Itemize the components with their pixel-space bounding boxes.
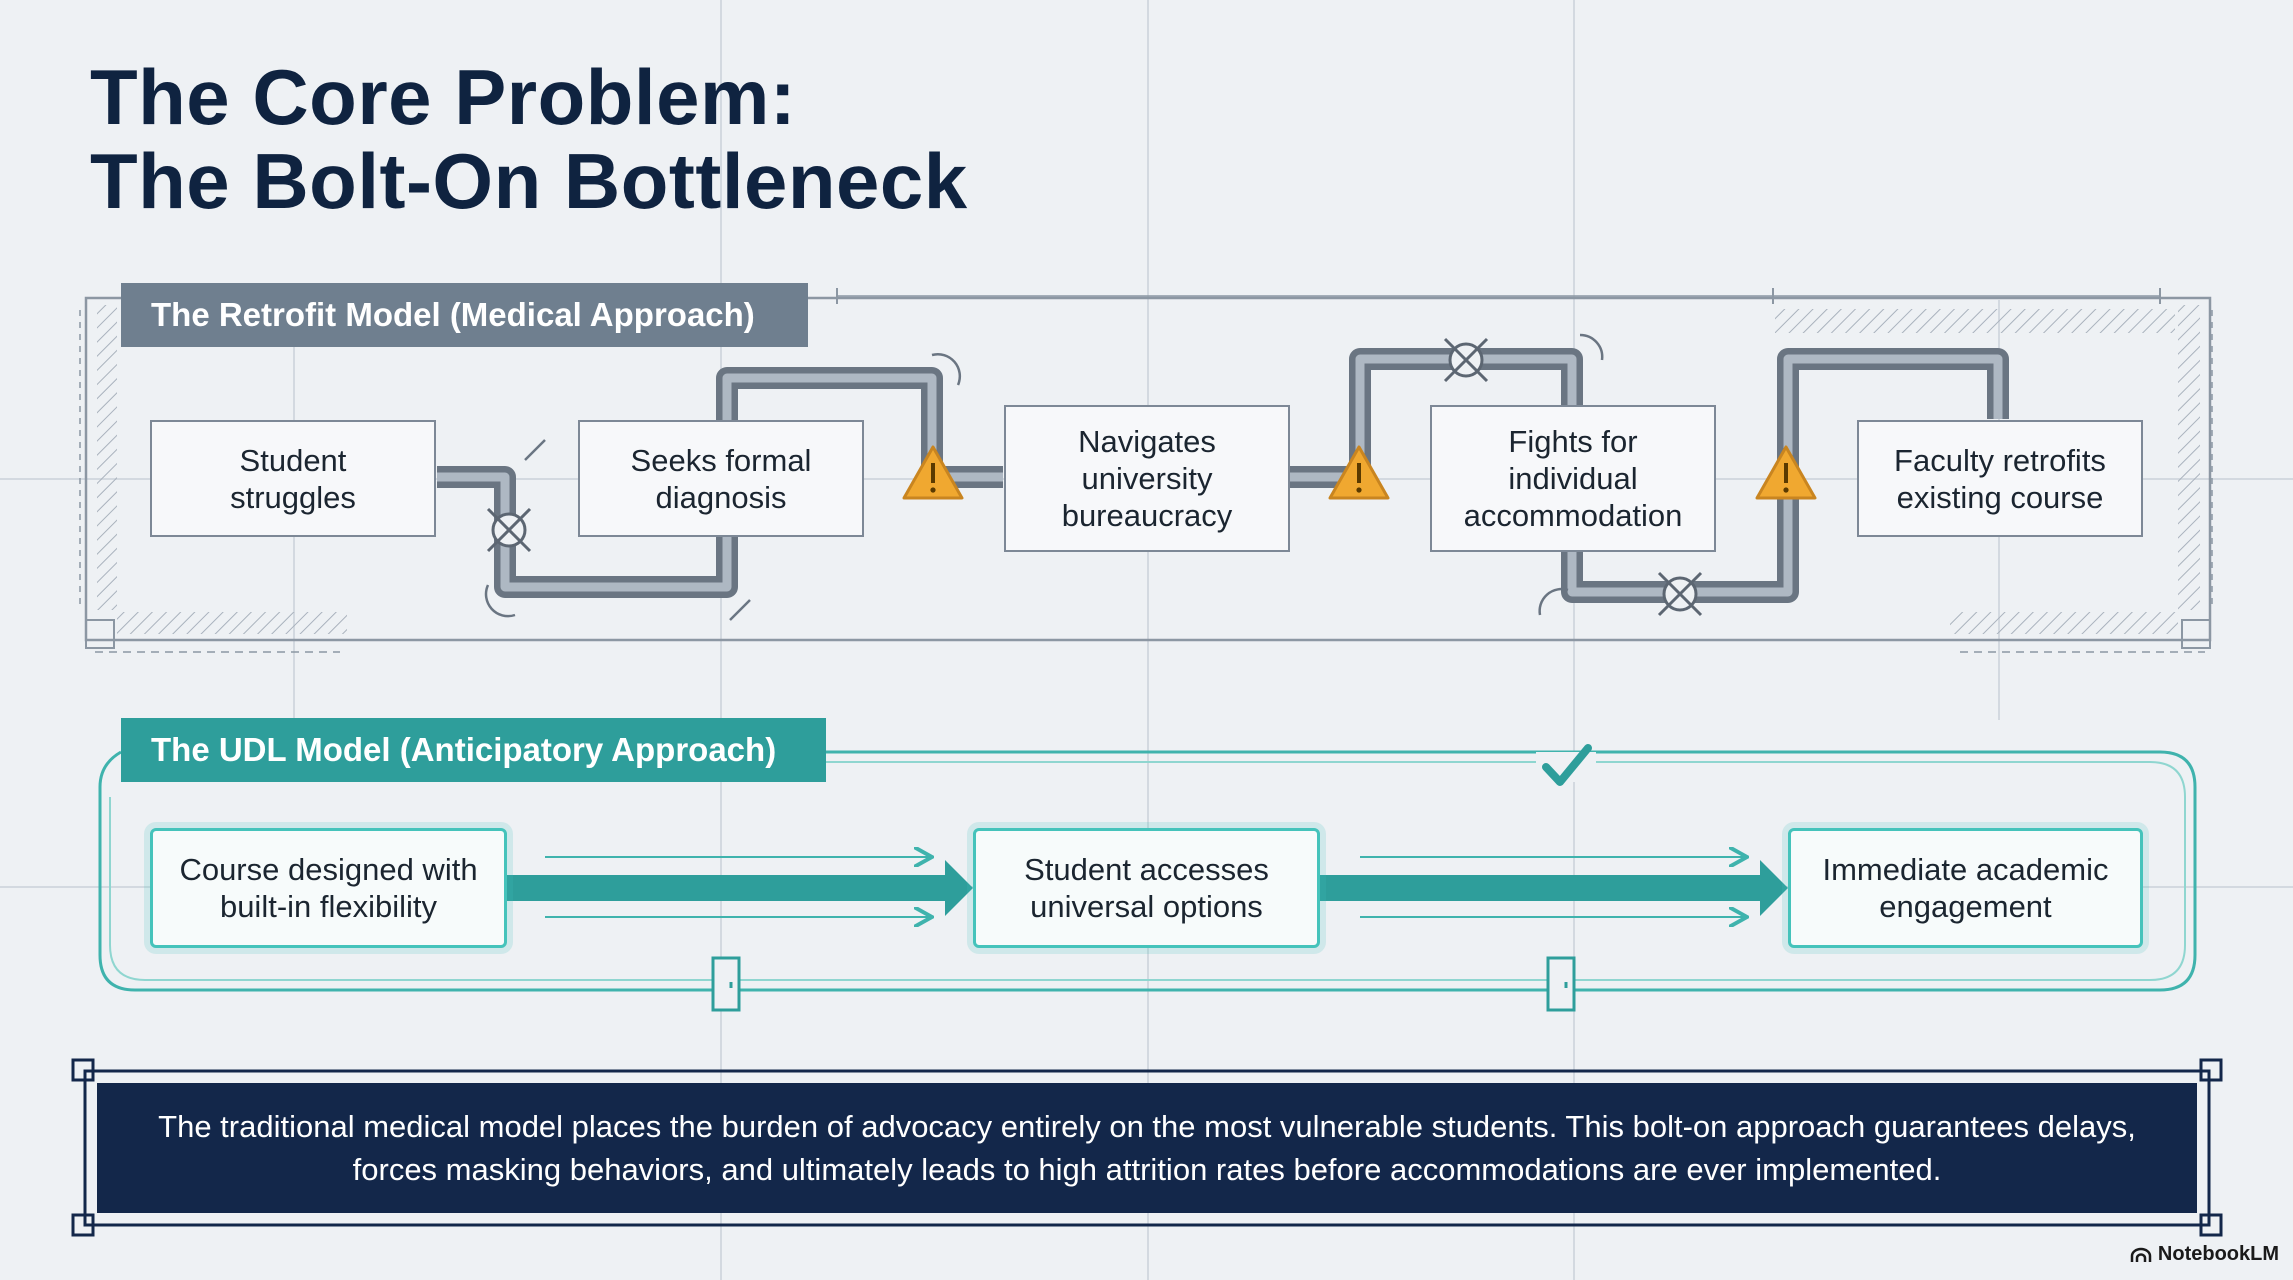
step-label: Immediate academic engagement <box>1822 852 2109 924</box>
warning-icon <box>1755 445 1817 500</box>
retrofit-model-label: The Retrofit Model (Medical Approach) <box>121 283 808 347</box>
door-icon <box>711 956 741 1012</box>
udl-step-student-accesses: Student accesses universal options <box>973 828 1320 948</box>
retrofit-step-fights-accommodation: Fights for individual accommodation <box>1430 405 1716 552</box>
door-icon <box>1546 956 1576 1012</box>
step-label: Student accesses universal options <box>1024 852 1269 924</box>
warning-icon <box>902 445 964 500</box>
blocked-valve-icon <box>1443 337 1489 383</box>
title-line-1: The Core Problem: <box>90 53 797 141</box>
notebooklm-logo-icon <box>2130 1247 2152 1262</box>
checkmark-icon <box>1542 744 1592 786</box>
step-label: Course designed with built-in flexibilit… <box>179 852 478 924</box>
udl-arrows <box>507 857 1788 917</box>
retrofit-frame <box>79 288 2213 653</box>
summary-text: The traditional medical model places the… <box>97 1083 2197 1213</box>
udl-step-immediate-engagement: Immediate academic engagement <box>1788 828 2143 948</box>
notebooklm-brand: NotebookLM <box>2130 1243 2279 1266</box>
step-label: Fights for individual accommodation <box>1463 424 1683 533</box>
brand-label: NotebookLM <box>2157 1243 2279 1265</box>
udl-step-course-designed: Course designed with built-in flexibilit… <box>150 828 507 948</box>
page-title: The Core Problem: The Bolt-On Bottleneck <box>90 55 968 223</box>
summary-frame <box>71 1058 2223 1237</box>
udl-model-label: The UDL Model (Anticipatory Approach) <box>121 718 826 782</box>
step-label: Faculty retrofits existing course <box>1894 442 2106 515</box>
blocked-valve-icon <box>486 507 532 553</box>
step-label: Student struggles <box>230 442 356 515</box>
retrofit-step-faculty-retrofits: Faculty retrofits existing course <box>1857 420 2143 537</box>
retrofit-step-student-struggles: Student struggles <box>150 420 436 537</box>
retrofit-step-navigates-bureaucracy: Navigates university bureaucracy <box>1004 405 1290 552</box>
blocked-valve-icon <box>1657 571 1703 617</box>
step-label: Navigates university bureaucracy <box>1061 424 1233 533</box>
retrofit-step-seeks-diagnosis: Seeks formal diagnosis <box>578 420 864 537</box>
warning-icon <box>1328 445 1390 500</box>
title-line-2: The Bolt-On Bottleneck <box>90 137 968 225</box>
udl-frame <box>98 750 2197 992</box>
step-label: Seeks formal diagnosis <box>630 442 812 515</box>
